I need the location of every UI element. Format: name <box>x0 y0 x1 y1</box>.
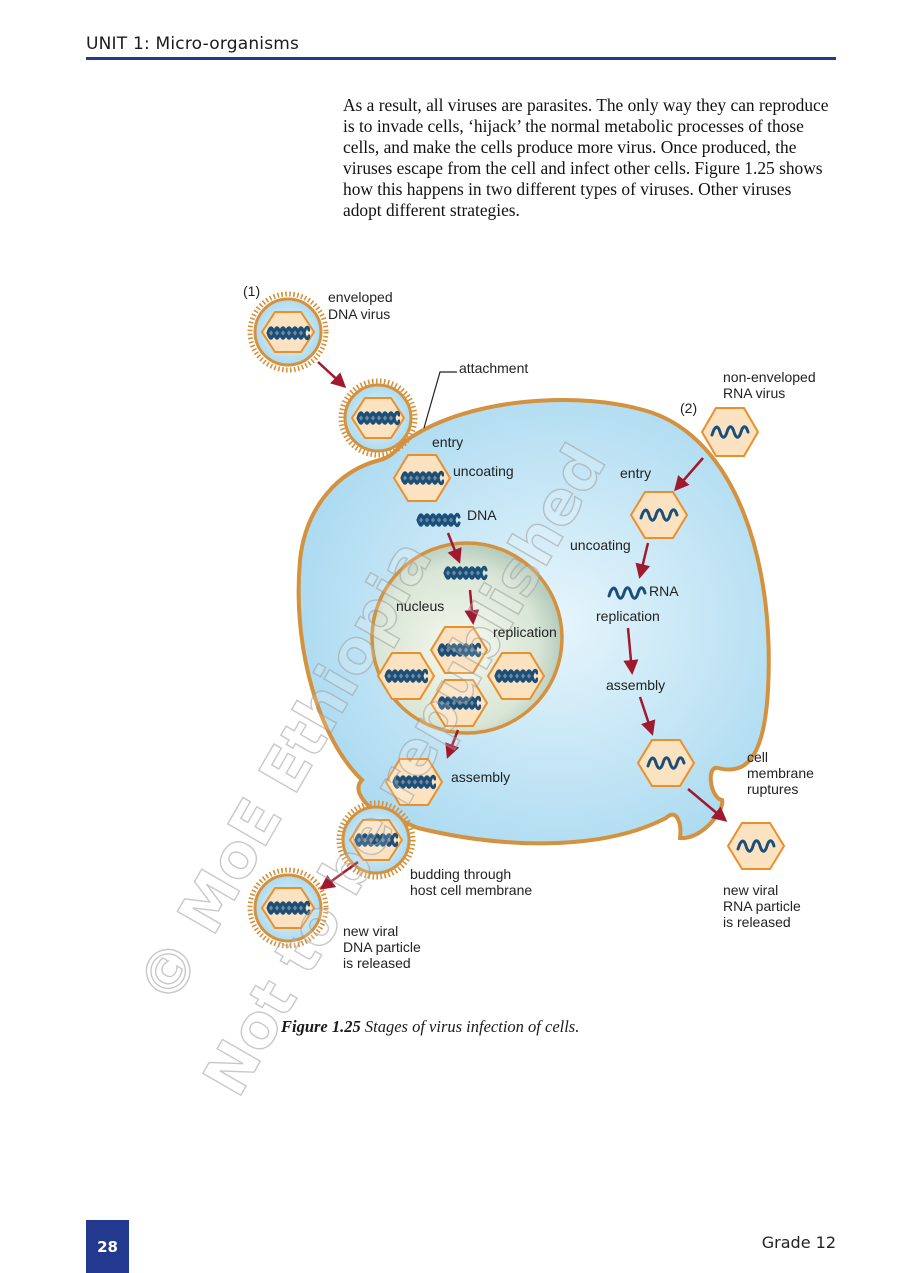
label-enveloped-1: enveloped <box>328 289 393 305</box>
free-dna <box>416 512 461 528</box>
label-nucleus: nucleus <box>396 598 444 614</box>
label-new-rna-2: RNA particle <box>723 898 801 914</box>
label-uncoating-left: uncoating <box>453 463 514 479</box>
uncoating-capsid <box>392 454 452 502</box>
grade-label: Grade 12 <box>761 1233 836 1252</box>
label-nonenv-1: non-enveloped <box>723 369 816 385</box>
page-number: 28 <box>86 1220 129 1273</box>
caption-text: Stages of virus infection of cells. <box>364 1017 580 1036</box>
assembled-capsid-right <box>636 739 696 787</box>
unit-prefix: UNIT 1: <box>86 34 150 54</box>
label-new-dna-2: DNA particle <box>343 939 421 955</box>
label-enveloped-2: DNA virus <box>328 306 390 322</box>
label-nonenv-2: RNA virus <box>723 385 785 401</box>
budding-virus <box>336 800 416 880</box>
released-dna-particle <box>247 867 329 949</box>
attaching-virus <box>338 378 418 458</box>
label-attachment: attachment <box>459 360 528 376</box>
label-rupture-3: ruptures <box>747 781 798 797</box>
unit-title: Micro-organisms <box>155 34 300 54</box>
label-replication-left: replication <box>493 624 557 640</box>
label-rupture-1: cell <box>747 749 768 765</box>
label-assembly-left: assembly <box>451 769 510 785</box>
label-dna: DNA <box>467 507 497 523</box>
label-entry-right: entry <box>620 465 651 481</box>
arrows <box>317 361 728 890</box>
label-budding-2: host cell membrane <box>410 882 532 898</box>
label-assembly-right: assembly <box>606 677 665 693</box>
replicated-capsids <box>376 626 546 727</box>
caption-label: Figure 1.25 <box>281 1017 361 1036</box>
unit-header: UNIT 1: Micro-organisms <box>86 34 299 54</box>
label-marker-1: (1) <box>243 283 260 299</box>
label-new-rna-1: new viral <box>723 882 778 898</box>
label-entry-left: entry <box>432 434 463 450</box>
figure-caption: Figure 1.25 Stages of virus infection of… <box>281 1017 579 1037</box>
label-new-dna-3: is released <box>343 955 411 971</box>
label-new-dna-1: new viral <box>343 923 398 939</box>
attachment-pointer <box>423 371 457 429</box>
body-paragraph: As a result, all viruses are parasites. … <box>343 95 829 220</box>
label-marker-2: (2) <box>680 400 697 416</box>
released-rna-particle <box>726 822 786 870</box>
label-rupture-2: membrane <box>747 765 814 781</box>
assembled-capsid-left <box>384 758 444 806</box>
entry-capsid-right <box>629 491 689 539</box>
label-new-rna-3: is released <box>723 914 791 930</box>
label-uncoating-right: uncoating <box>570 537 631 553</box>
label-replication-right: replication <box>596 608 660 624</box>
header-rule <box>86 57 836 60</box>
enveloped-dna-virus <box>247 291 329 373</box>
label-rna: RNA <box>649 583 679 599</box>
label-budding-1: budding through <box>410 866 511 882</box>
non-enveloped-rna-virus <box>700 407 760 457</box>
